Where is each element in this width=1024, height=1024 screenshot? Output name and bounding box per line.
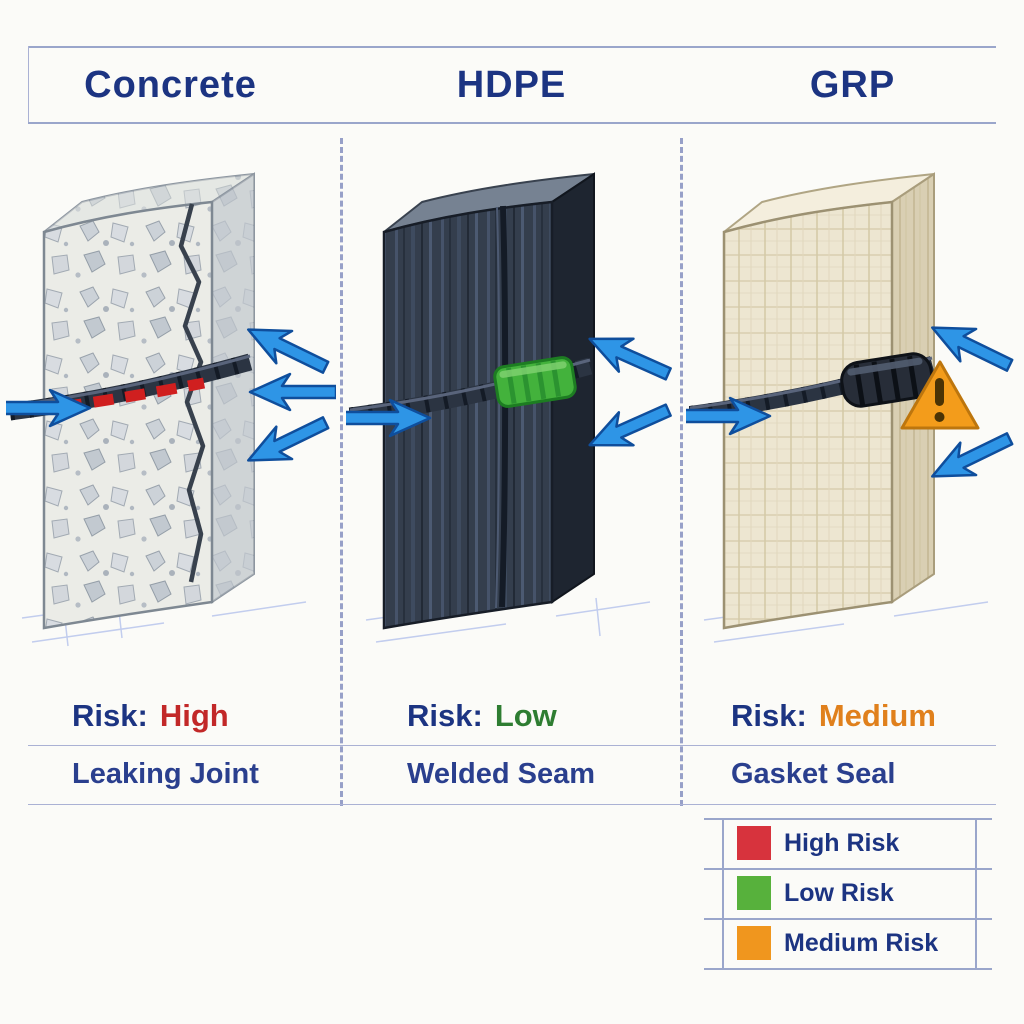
- illustration-grp: [682, 150, 1019, 670]
- risk-value-medium: Medium: [818, 698, 936, 733]
- risk-label-hdpe: Risk: Low: [341, 698, 748, 734]
- risk-prefix: Risk:: [731, 698, 807, 733]
- joint-row-divider-line: [28, 804, 996, 805]
- top-divider-line: [28, 46, 996, 48]
- flow-arrow-icon: [581, 392, 677, 463]
- hdpe-slab-illustration: [342, 172, 677, 643]
- legend-color-swatch-high: [737, 826, 771, 860]
- column-separator-1: [340, 138, 343, 806]
- joint-type-concrete: Leaking Joint: [72, 758, 259, 790]
- legend-item-medium-risk: Medium Risk: [722, 918, 975, 968]
- legend-color-swatch-low: [737, 876, 771, 910]
- header-cell-grp: GRP: [682, 64, 1023, 107]
- risk-label-concrete: Risk: High: [0, 698, 413, 734]
- illustration-concrete: [2, 150, 338, 670]
- risk-prefix: Risk:: [407, 698, 483, 733]
- weld-coupler: [493, 356, 577, 408]
- gasket-joint: [688, 352, 980, 430]
- risk-value-low: Low: [494, 698, 557, 733]
- left-edge-tick: [28, 46, 29, 122]
- legend-item-low-risk: Low Risk: [722, 868, 975, 918]
- header-cell-hdpe: HDPE: [341, 64, 682, 107]
- legend-line-left: [722, 818, 724, 970]
- warning-icon: [900, 360, 980, 430]
- concrete-slab-illustration: [2, 172, 338, 647]
- column-headers: Concrete HDPE GRP: [0, 64, 1024, 107]
- header-cell-concrete: Concrete: [0, 64, 341, 107]
- welded-joint: [348, 356, 593, 425]
- legend-item-label: High Risk: [784, 828, 900, 857]
- grp-slab-illustration: [682, 172, 1019, 643]
- flow-arrow-icon: [581, 321, 677, 392]
- risk-label-grp: Risk: Medium: [681, 698, 1024, 734]
- column-header-grp: GRP: [809, 64, 896, 106]
- flow-arrow-icon: [248, 372, 338, 412]
- legend-line-mid1: [704, 868, 992, 870]
- illustration-hdpe: [342, 150, 677, 670]
- legend-item-label: Low Risk: [784, 878, 894, 907]
- risk-value-high: High: [159, 698, 229, 733]
- gasket-coupler: [840, 352, 934, 408]
- legend-item-high-risk: High Risk: [722, 818, 975, 868]
- legend-line-right: [975, 818, 977, 970]
- legend-item-label: Medium Risk: [784, 928, 939, 957]
- legend-color-swatch-medium: [737, 926, 771, 960]
- joint-type-grp: Gasket Seal: [731, 758, 896, 790]
- grp-slab: [722, 172, 935, 630]
- risk-prefix: Risk:: [72, 698, 148, 733]
- flow-arrow-icon: [923, 421, 1019, 494]
- concrete-slab: [42, 172, 255, 630]
- legend-line-mid2: [704, 918, 992, 920]
- risk-row-divider-line: [28, 745, 996, 746]
- header-divider-line: [28, 122, 996, 124]
- joint-type-hdpe: Welded Seam: [407, 758, 596, 790]
- legend-line-bottom: [704, 968, 992, 970]
- legend-line-top: [704, 818, 992, 820]
- column-separator-2: [680, 138, 683, 806]
- column-header-concrete: Concrete: [84, 64, 257, 106]
- column-header-hdpe: HDPE: [456, 64, 567, 106]
